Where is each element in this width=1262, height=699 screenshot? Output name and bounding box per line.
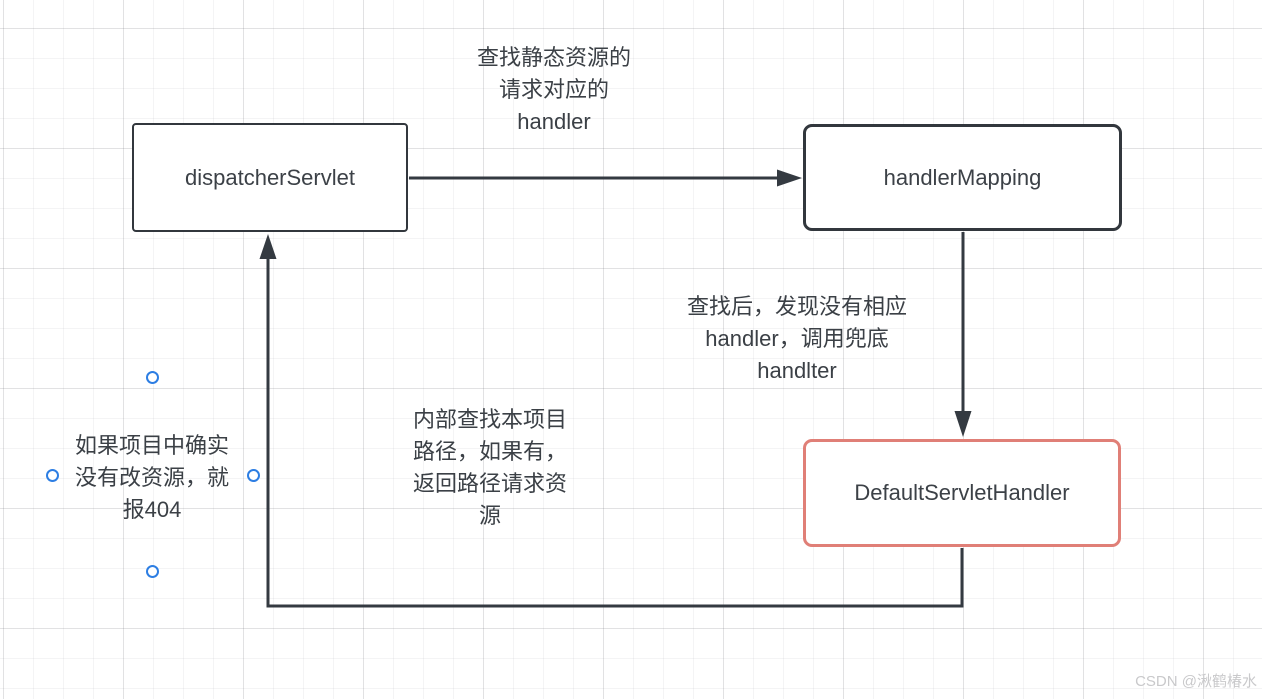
annotation-find-static-resource-handler[interactable]: 查找静态资源的 请求对应的 handler (476, 45, 631, 134)
node-dispatcher-servlet-label: dispatcherServlet (185, 164, 355, 190)
connector-handlermapping-to-defaultservlethandler[interactable] (954, 232, 972, 437)
node-dispatcher-servlet[interactable]: dispatcherServlet (132, 123, 408, 232)
arrowhead-up-icon (259, 234, 277, 259)
selection-handle-left[interactable] (46, 469, 59, 482)
node-default-servlet-handler[interactable]: DefaultServletHandler (803, 439, 1121, 547)
selection-handle-bottom[interactable] (146, 565, 159, 578)
annotation-resource-missing-404[interactable]: 如果项目中确实 没有改资源，就 报404 (74, 433, 229, 522)
annotation-internal-path-lookup[interactable]: 内部查找本项目 路径，如果有， 返回路径请求资 源 (412, 407, 567, 528)
arrowhead-down-icon (954, 411, 972, 437)
node-default-servlet-handler-label: DefaultServletHandler (854, 480, 1070, 505)
selection-handle-right[interactable] (247, 469, 260, 482)
node-handler-mapping[interactable]: handlerMapping (803, 124, 1122, 231)
arrowhead-right-icon (777, 169, 802, 187)
selection-handle-top[interactable] (146, 371, 159, 384)
watermark: CSDN @湫鹤椿水 (1135, 673, 1257, 690)
node-handler-mapping-label: handlerMapping (883, 164, 1042, 190)
connector-defaultservlethandler-to-dispatcher[interactable] (259, 234, 964, 608)
annotation-no-handler-use-fallback[interactable]: 查找后，发现没有相应 handler，调用兜底 handlter (686, 294, 907, 383)
connector-dispatcher-to-handlermapping[interactable] (409, 169, 802, 187)
